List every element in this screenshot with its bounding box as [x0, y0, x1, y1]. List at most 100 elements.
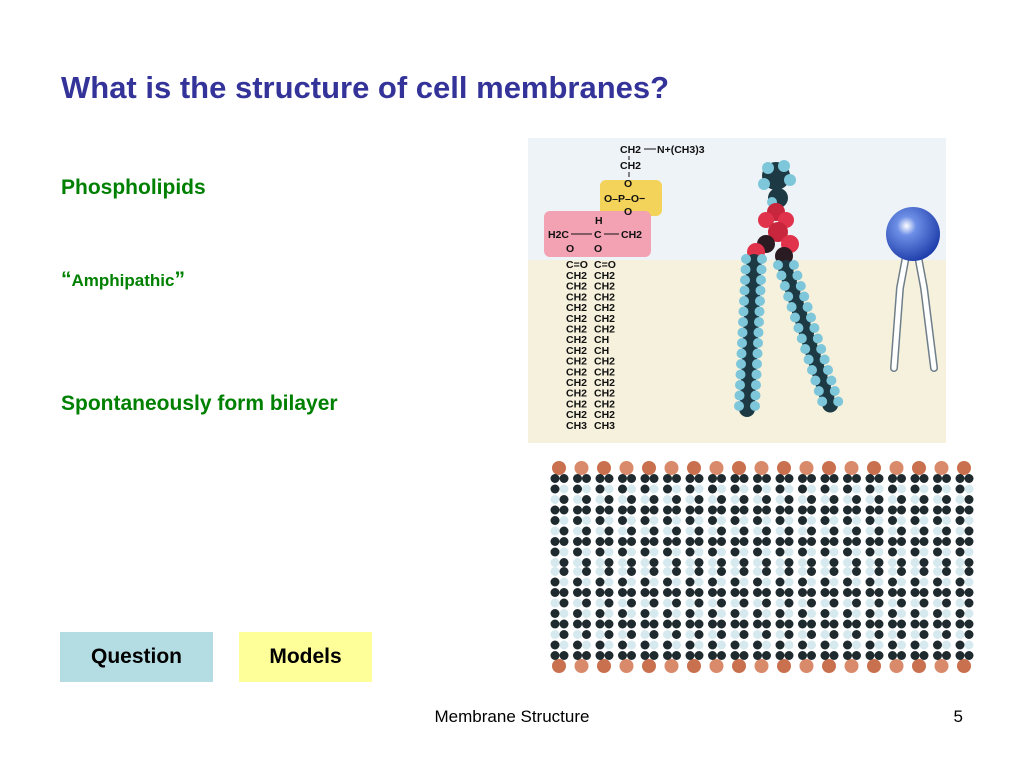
hydrogen-atom — [776, 270, 787, 281]
lipid-tail-atom — [919, 537, 929, 546]
lipid-tail-atom — [829, 567, 839, 576]
lipid-tail-atom — [820, 640, 830, 650]
lipid-tail-atom — [595, 598, 605, 608]
lipid-tail-atom — [807, 619, 816, 629]
lipid-head — [889, 461, 904, 475]
lipid-tail-atom — [775, 474, 785, 483]
lipid-tail-atom — [843, 516, 852, 525]
lipid-tail-atom — [933, 630, 942, 639]
lipid-tail-atom — [865, 640, 875, 650]
slide-title: What is the structure of cell membranes? — [61, 70, 670, 105]
lipid-tail-atom — [865, 505, 875, 515]
lipid-tail-atom — [897, 651, 906, 660]
lipid-tail-atom — [559, 474, 569, 483]
lipid-tail-atom — [753, 619, 762, 629]
lipid-tail-atom — [843, 640, 852, 650]
lipid-tail-atom — [820, 598, 830, 608]
lipid-tail-atom — [573, 598, 582, 608]
lipid-tail-atom — [843, 588, 852, 597]
hydrogen-atom — [757, 254, 767, 264]
lipid-tail-atom — [640, 588, 650, 597]
lipid-tail-atom — [685, 505, 695, 515]
lipid-tail-atom — [919, 588, 929, 597]
lipid-tail-atom — [762, 651, 771, 660]
lipid-tail-atom — [762, 558, 771, 567]
hydrogen-atom — [751, 369, 762, 380]
lipid-tail-atom — [618, 588, 627, 597]
models-button[interactable]: Models — [239, 632, 372, 682]
lipid-tail-atom — [843, 567, 852, 576]
lipid-tail-atom — [807, 577, 816, 587]
lipid-tail-atom — [582, 547, 591, 557]
lipid-tail-atom — [559, 516, 569, 525]
lipid-tail-atom — [807, 516, 816, 525]
lipid-tail-atom — [919, 619, 929, 629]
lipid-tail-atom — [550, 516, 560, 525]
lipid-tail-atom — [820, 619, 830, 629]
lipid-tail-atom — [964, 516, 974, 525]
lipid-tail-atom — [829, 558, 839, 567]
lipid-tail-atom — [753, 588, 762, 597]
phosphate-group: O–P–O− — [604, 193, 645, 205]
lipid-tail-atom — [708, 609, 717, 618]
lipid-tail-atom — [798, 577, 807, 587]
lipid-tail-atom — [685, 558, 695, 567]
lipid-head — [822, 461, 836, 475]
lipid-tail-atom — [627, 609, 636, 618]
lipid-head — [844, 659, 859, 673]
lipid-tail-atom — [640, 516, 650, 525]
lipid-tail-atom — [775, 516, 785, 525]
lipid-tail-atom — [739, 588, 749, 597]
lipid-tail-atom — [807, 567, 816, 576]
lipid-tail-atom — [919, 651, 929, 660]
lipid-tail-atom — [919, 630, 929, 639]
lipid-tail-atom — [865, 577, 875, 587]
lipid-tail-atom — [843, 547, 852, 557]
lipid-tail-atom — [663, 547, 672, 557]
lipid-tail-atom — [663, 516, 672, 525]
lipid-tail-atom — [685, 651, 695, 660]
lipid-tail-atom — [798, 619, 807, 629]
lipid-tail-atom — [874, 598, 884, 608]
hydrogen-atom — [786, 302, 797, 312]
lipid-tail-atom — [964, 484, 974, 494]
lipid-tail-atom — [582, 558, 591, 567]
bullet-phospholipids: Phospholipids — [61, 176, 206, 199]
lipid-tail-atom — [627, 537, 636, 546]
lipid-tail-atom — [807, 598, 816, 608]
lipid-tail-atom — [784, 598, 794, 608]
lipid-tail-atom — [559, 558, 569, 567]
lipid-tail-atom — [739, 505, 749, 515]
lipid-head — [687, 659, 701, 673]
tail-left-group-13: CH2 — [566, 398, 587, 410]
carbonyl-left: C=O — [566, 259, 588, 271]
lipid-tail-atom — [753, 609, 762, 618]
lipid-tail-atom — [627, 547, 636, 557]
lipid-tail-atom — [550, 547, 560, 557]
lipid-tail-atom — [829, 537, 839, 546]
lipid-tail-atom — [663, 474, 672, 483]
lipid-tail-atom — [640, 474, 650, 483]
lipid-tail-atom — [955, 577, 965, 587]
lipid-tail-atom — [762, 526, 771, 536]
question-button[interactable]: Question — [60, 632, 213, 682]
lipid-tail-atom — [694, 609, 704, 618]
lipid-tail-atom — [798, 505, 807, 515]
lipid-tail-atom — [708, 537, 717, 546]
lipid-tail-atom — [717, 516, 726, 525]
lipid-tail-atom — [919, 516, 929, 525]
lipid-tail-atom — [820, 526, 830, 536]
lipid-tail-atom — [942, 558, 951, 567]
lipid-tail-atom — [559, 526, 569, 536]
lipid-tail-atom — [784, 474, 794, 483]
lipid-tail-atom — [775, 547, 785, 557]
hydrogen-atom — [755, 296, 765, 306]
hydrogen-atom — [806, 312, 816, 323]
lipid-tail-atom — [708, 526, 717, 536]
lipid-tail-atom — [694, 640, 704, 650]
lipid-tail-atom — [910, 630, 920, 639]
lipid-tail-atom — [933, 537, 942, 546]
tail-right-group-10: CH2 — [594, 366, 615, 378]
lipid-tail-atom — [775, 577, 785, 587]
lipid-tail-atom — [955, 505, 965, 515]
